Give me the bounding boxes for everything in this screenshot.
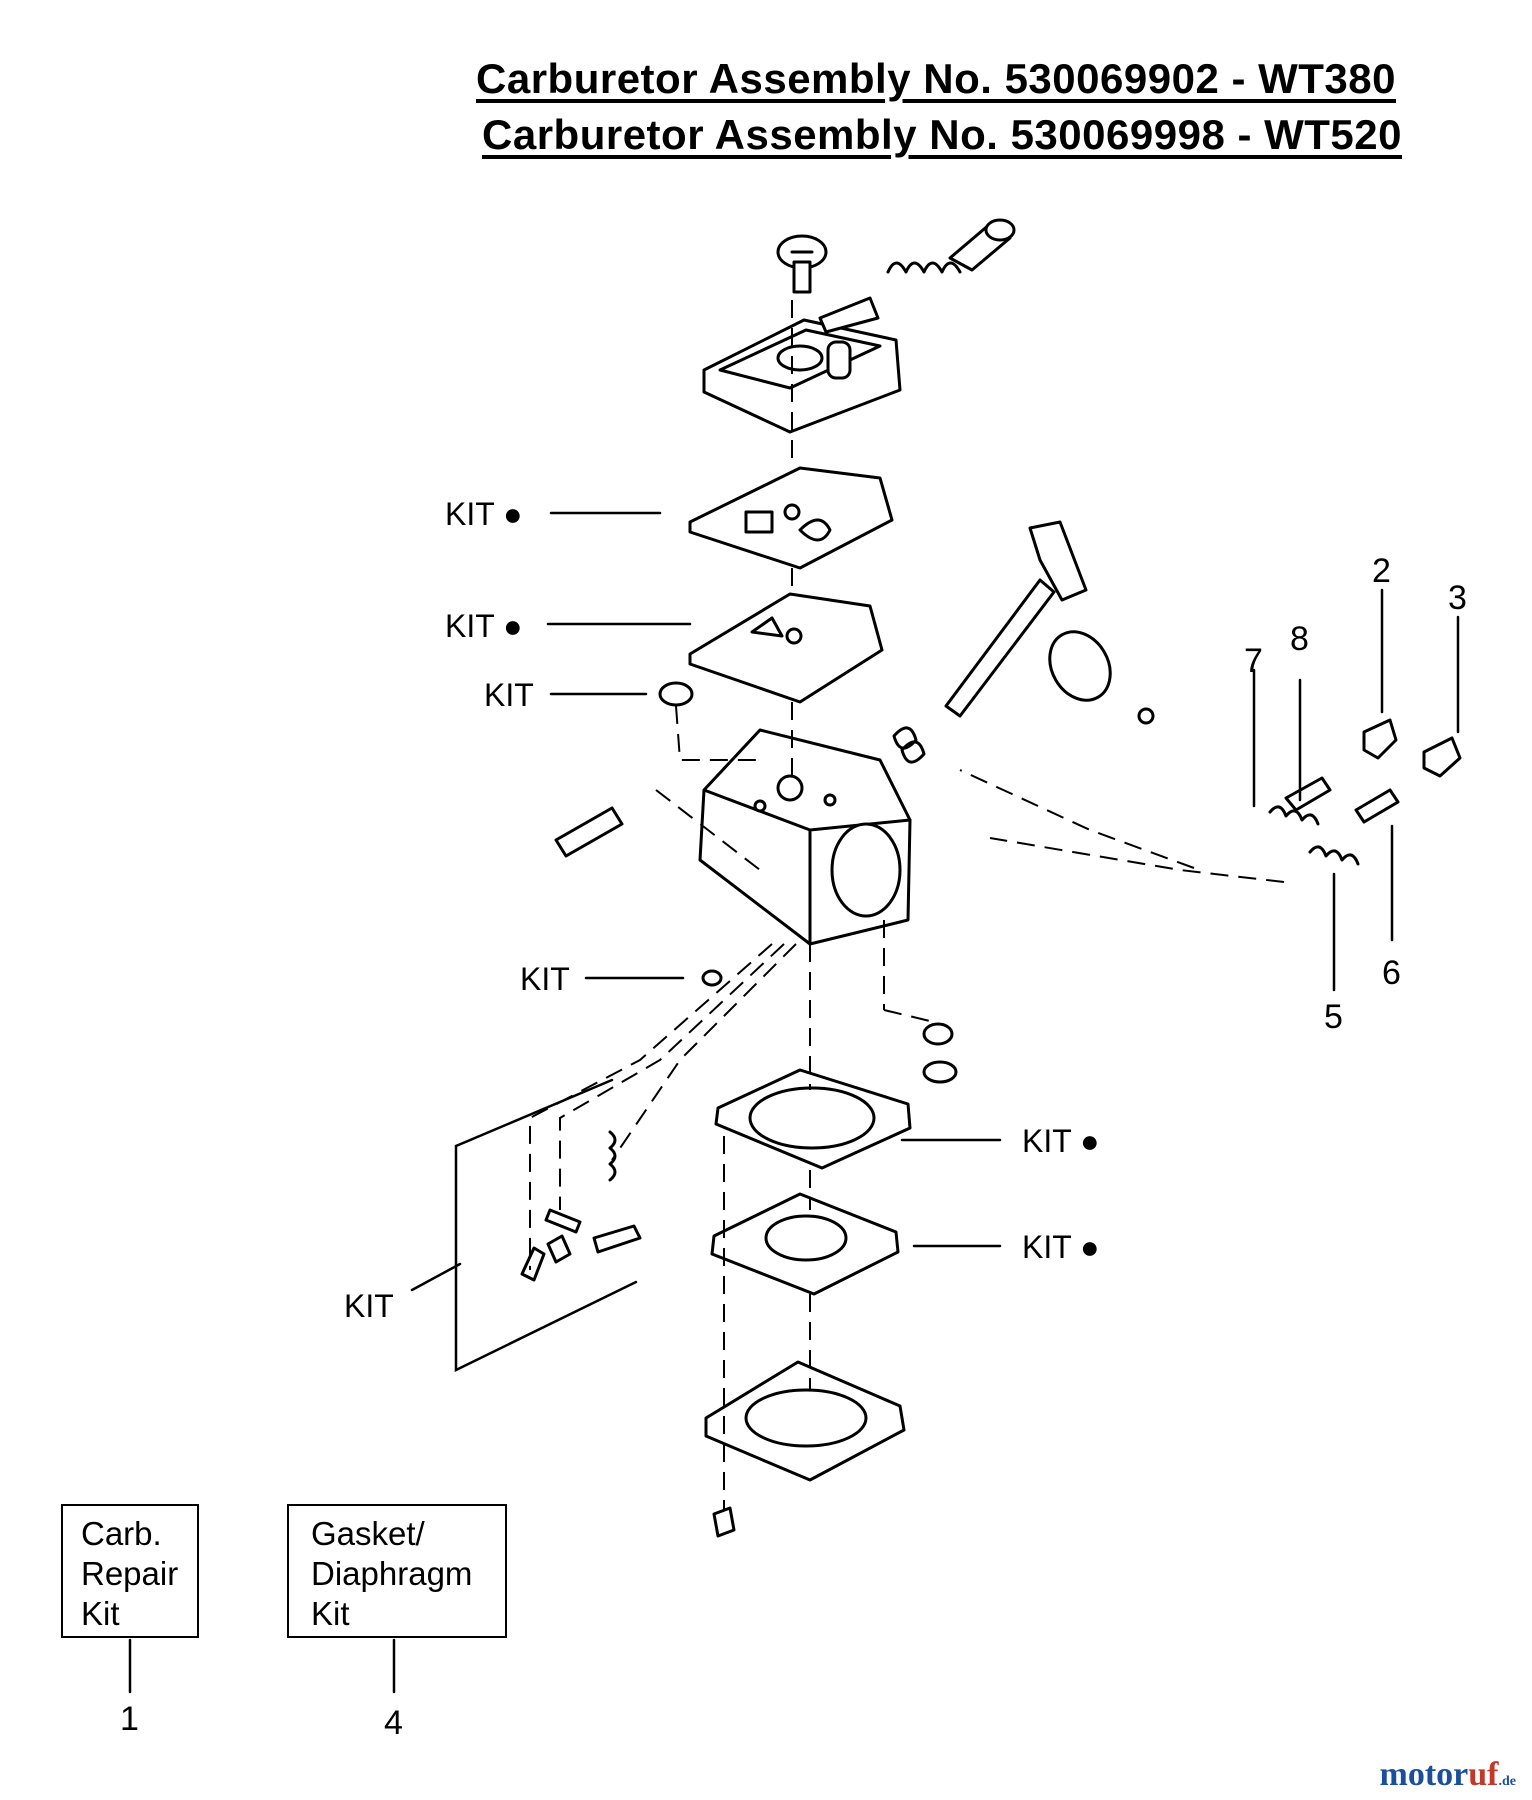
carb-repair-kit-line-2: Repair [81, 1555, 179, 1592]
low-speed-needle-icon [1268, 776, 1332, 826]
watermark-brand-b: uf [1468, 1756, 1499, 1793]
inlet-valve-needle-icon [520, 1246, 546, 1282]
kit-callout-2: KIT ● [445, 608, 522, 644]
fitting-icon [546, 1234, 572, 1264]
kit-callout-5: KIT ● [1022, 1123, 1099, 1159]
top-screw-icon [776, 234, 828, 294]
kit-callout-1: KIT ● [445, 496, 522, 532]
watermark-brand-a: motor [1379, 1756, 1469, 1793]
carb-repair-kit-line-1: Carb. [81, 1515, 162, 1552]
metering-cover-icon [702, 296, 902, 434]
watermark-tld: .de [1498, 1774, 1517, 1789]
part-number-4: 4 [384, 1704, 403, 1742]
metering-spring-icon [608, 1130, 617, 1182]
metering-lever-icon [592, 1224, 642, 1254]
filter-screen-icon [658, 681, 694, 707]
carburetor-body-icon [698, 728, 912, 946]
metering-diaphragm-icon [688, 466, 894, 570]
pump-cover-icon [704, 1360, 906, 1482]
throttle-return-spring-icon [892, 726, 926, 764]
kit-callout-4: KIT [520, 961, 570, 997]
pump-diaphragm-icon [710, 1192, 900, 1296]
metering-gasket-icon [688, 592, 884, 704]
bottom-screw-icon [712, 1506, 736, 1538]
inlet-screen-icon [922, 1022, 954, 1046]
high-speed-needle-icon [1308, 788, 1400, 866]
gasket-kit-line-3: Kit [311, 1595, 350, 1632]
welch-plug-icon [701, 969, 723, 987]
throttle-shaft-icon [944, 520, 1155, 725]
limiter-cap-3-icon [1422, 736, 1462, 778]
part-number-5: 5 [1324, 998, 1343, 1036]
carb-repair-kit-line-3: Kit [81, 1595, 120, 1632]
part-number-6: 6 [1382, 954, 1401, 992]
limiter-cap-2-icon [1362, 718, 1398, 760]
kit-callout-3: KIT [484, 677, 534, 713]
part-number-8: 8 [1290, 620, 1309, 658]
watermark-logo: motoruf.de [1380, 1756, 1516, 1794]
carb-repair-kit-box: Carb. Repair Kit [61, 1504, 199, 1638]
gasket-diaphragm-kit-box: Gasket/ Diaphragm Kit [287, 1504, 507, 1638]
inlet-filter-icon [922, 1060, 958, 1084]
part-number-1: 1 [120, 1700, 139, 1738]
title-line-1: Carburetor Assembly No. 530069902 - WT38… [476, 55, 1396, 102]
pump-gasket-icon [714, 1068, 912, 1170]
inlet-needle-icon [948, 218, 1016, 272]
kit-callout-7: KIT [344, 1288, 394, 1324]
kit-callout-6: KIT ● [1022, 1229, 1099, 1265]
part-number-2: 2 [1372, 552, 1391, 590]
needle-spring-icon [886, 261, 962, 274]
pivot-pin-icon [554, 806, 624, 858]
gasket-kit-line-1: Gasket/ [311, 1515, 425, 1552]
fulcrum-pin-icon [544, 1208, 582, 1234]
part-number-7: 7 [1244, 642, 1263, 680]
part-number-3: 3 [1448, 579, 1467, 617]
gasket-kit-line-2: Diaphragm [311, 1555, 473, 1592]
title-line-2: Carburetor Assembly No. 530069998 - WT52… [482, 111, 1402, 158]
